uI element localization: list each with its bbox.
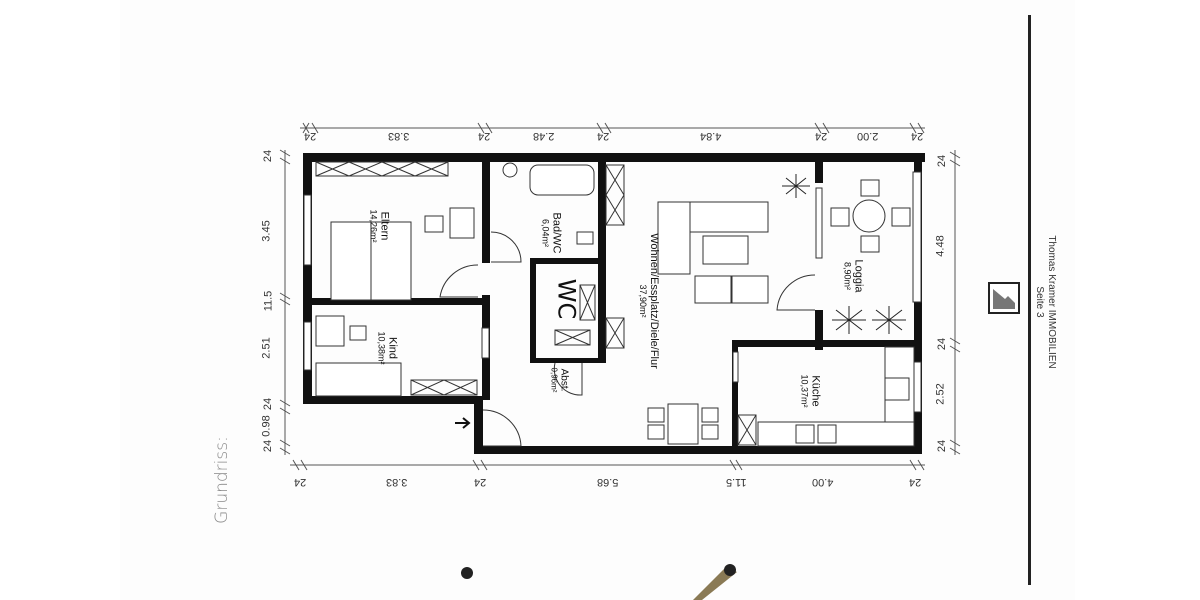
dim-top-1: 3.83 [388, 130, 410, 142]
dim-right-2: 24 [936, 337, 949, 351]
company-logo-icon [988, 282, 1020, 314]
dim-left-0: 24 [262, 149, 275, 163]
page-number: Seite 3 [1034, 286, 1045, 318]
plants [782, 174, 906, 334]
wardrobes [315, 161, 757, 446]
furniture [315, 162, 915, 447]
company-footer: Thomas Kramer IMMOBILIEN Seite 3 [1033, 232, 1057, 372]
dim-right-0: 24 [936, 154, 949, 168]
company-name: Thomas Kramer IMMOBILIEN [1046, 235, 1057, 369]
dim-left-2: 11.5 [262, 290, 275, 312]
room-abstellraum: Abst. 0,96m² [548, 367, 570, 393]
dim-top-0: 24 [304, 130, 317, 142]
dim-top-6: 24 [815, 130, 828, 142]
dim-bottom-3: 5.68 [597, 476, 619, 488]
room-name: Abst. [558, 368, 570, 392]
room-area: 10,38m² [376, 331, 387, 365]
room-kueche: Küche 10,37m² [799, 374, 822, 408]
dim-left-4: 24 [262, 397, 275, 411]
plan-heading: Grundriss: [212, 436, 232, 524]
room-name: Eltern [378, 211, 391, 241]
room-area: 14,26m² [368, 209, 379, 243]
room-area: 8,90m² [842, 261, 853, 291]
windows [303, 171, 922, 413]
dimension-lines [279, 122, 961, 471]
dim-bottom-6: 24 [909, 476, 922, 488]
dim-top-3: 2.48 [533, 130, 555, 142]
dim-right-1: 4.48 [934, 235, 947, 257]
room-loggia: Loggia 8,90m² [842, 259, 865, 293]
dim-left-3: 2.51 [260, 337, 273, 359]
dim-top-4: 24 [597, 130, 610, 142]
room-name: Wohnen/Essplatz/Diele/Flur [647, 233, 660, 369]
room-area: 6,04m² [540, 218, 551, 247]
dim-top-8: 24 [911, 130, 924, 142]
dim-left-5: 0.98 [260, 415, 273, 437]
room-kind: Kind 10,38m² [376, 331, 399, 365]
divider-rule [1028, 15, 1031, 585]
room-name: Loggia [852, 259, 865, 293]
dim-bottom-5: 4.00 [812, 476, 834, 488]
dim-top-2: 24 [478, 130, 491, 142]
dim-right-3: 2.52 [934, 383, 947, 405]
paper-pins [461, 564, 737, 600]
room-bad-wc: Bad/WC 6,04m² [539, 212, 563, 254]
room-name: Kind [386, 336, 399, 360]
room-area: 0,96m² [549, 367, 559, 393]
dim-top-5: 4.84 [700, 130, 722, 142]
room-eltern: Eltern 14,26m² [368, 209, 391, 243]
dim-bottom-1: 3.83 [386, 476, 408, 488]
walls [303, 153, 925, 454]
page-margin [1075, 0, 1200, 600]
dim-right-4: 24 [936, 439, 949, 453]
dim-left-6: 24 [262, 439, 275, 453]
room-name: Küche [809, 375, 822, 407]
dim-bottom-2: 24 [474, 476, 487, 488]
dim-bottom-4: 11.5 [726, 476, 747, 488]
room-area: 37,90m² [637, 284, 648, 318]
dim-top-7: 2.00 [857, 130, 879, 142]
dim-left-1: 3.45 [260, 220, 273, 242]
doors [439, 231, 816, 447]
room-wohnen: Wohnen/Essplatz/Diele/Flur 37,90m² [637, 233, 660, 369]
room-area: 10,37m² [799, 374, 810, 408]
room-name: Bad/WC [550, 212, 563, 254]
dim-bottom-0: 24 [294, 476, 307, 488]
handwritten-wc-label: WC [552, 278, 581, 320]
